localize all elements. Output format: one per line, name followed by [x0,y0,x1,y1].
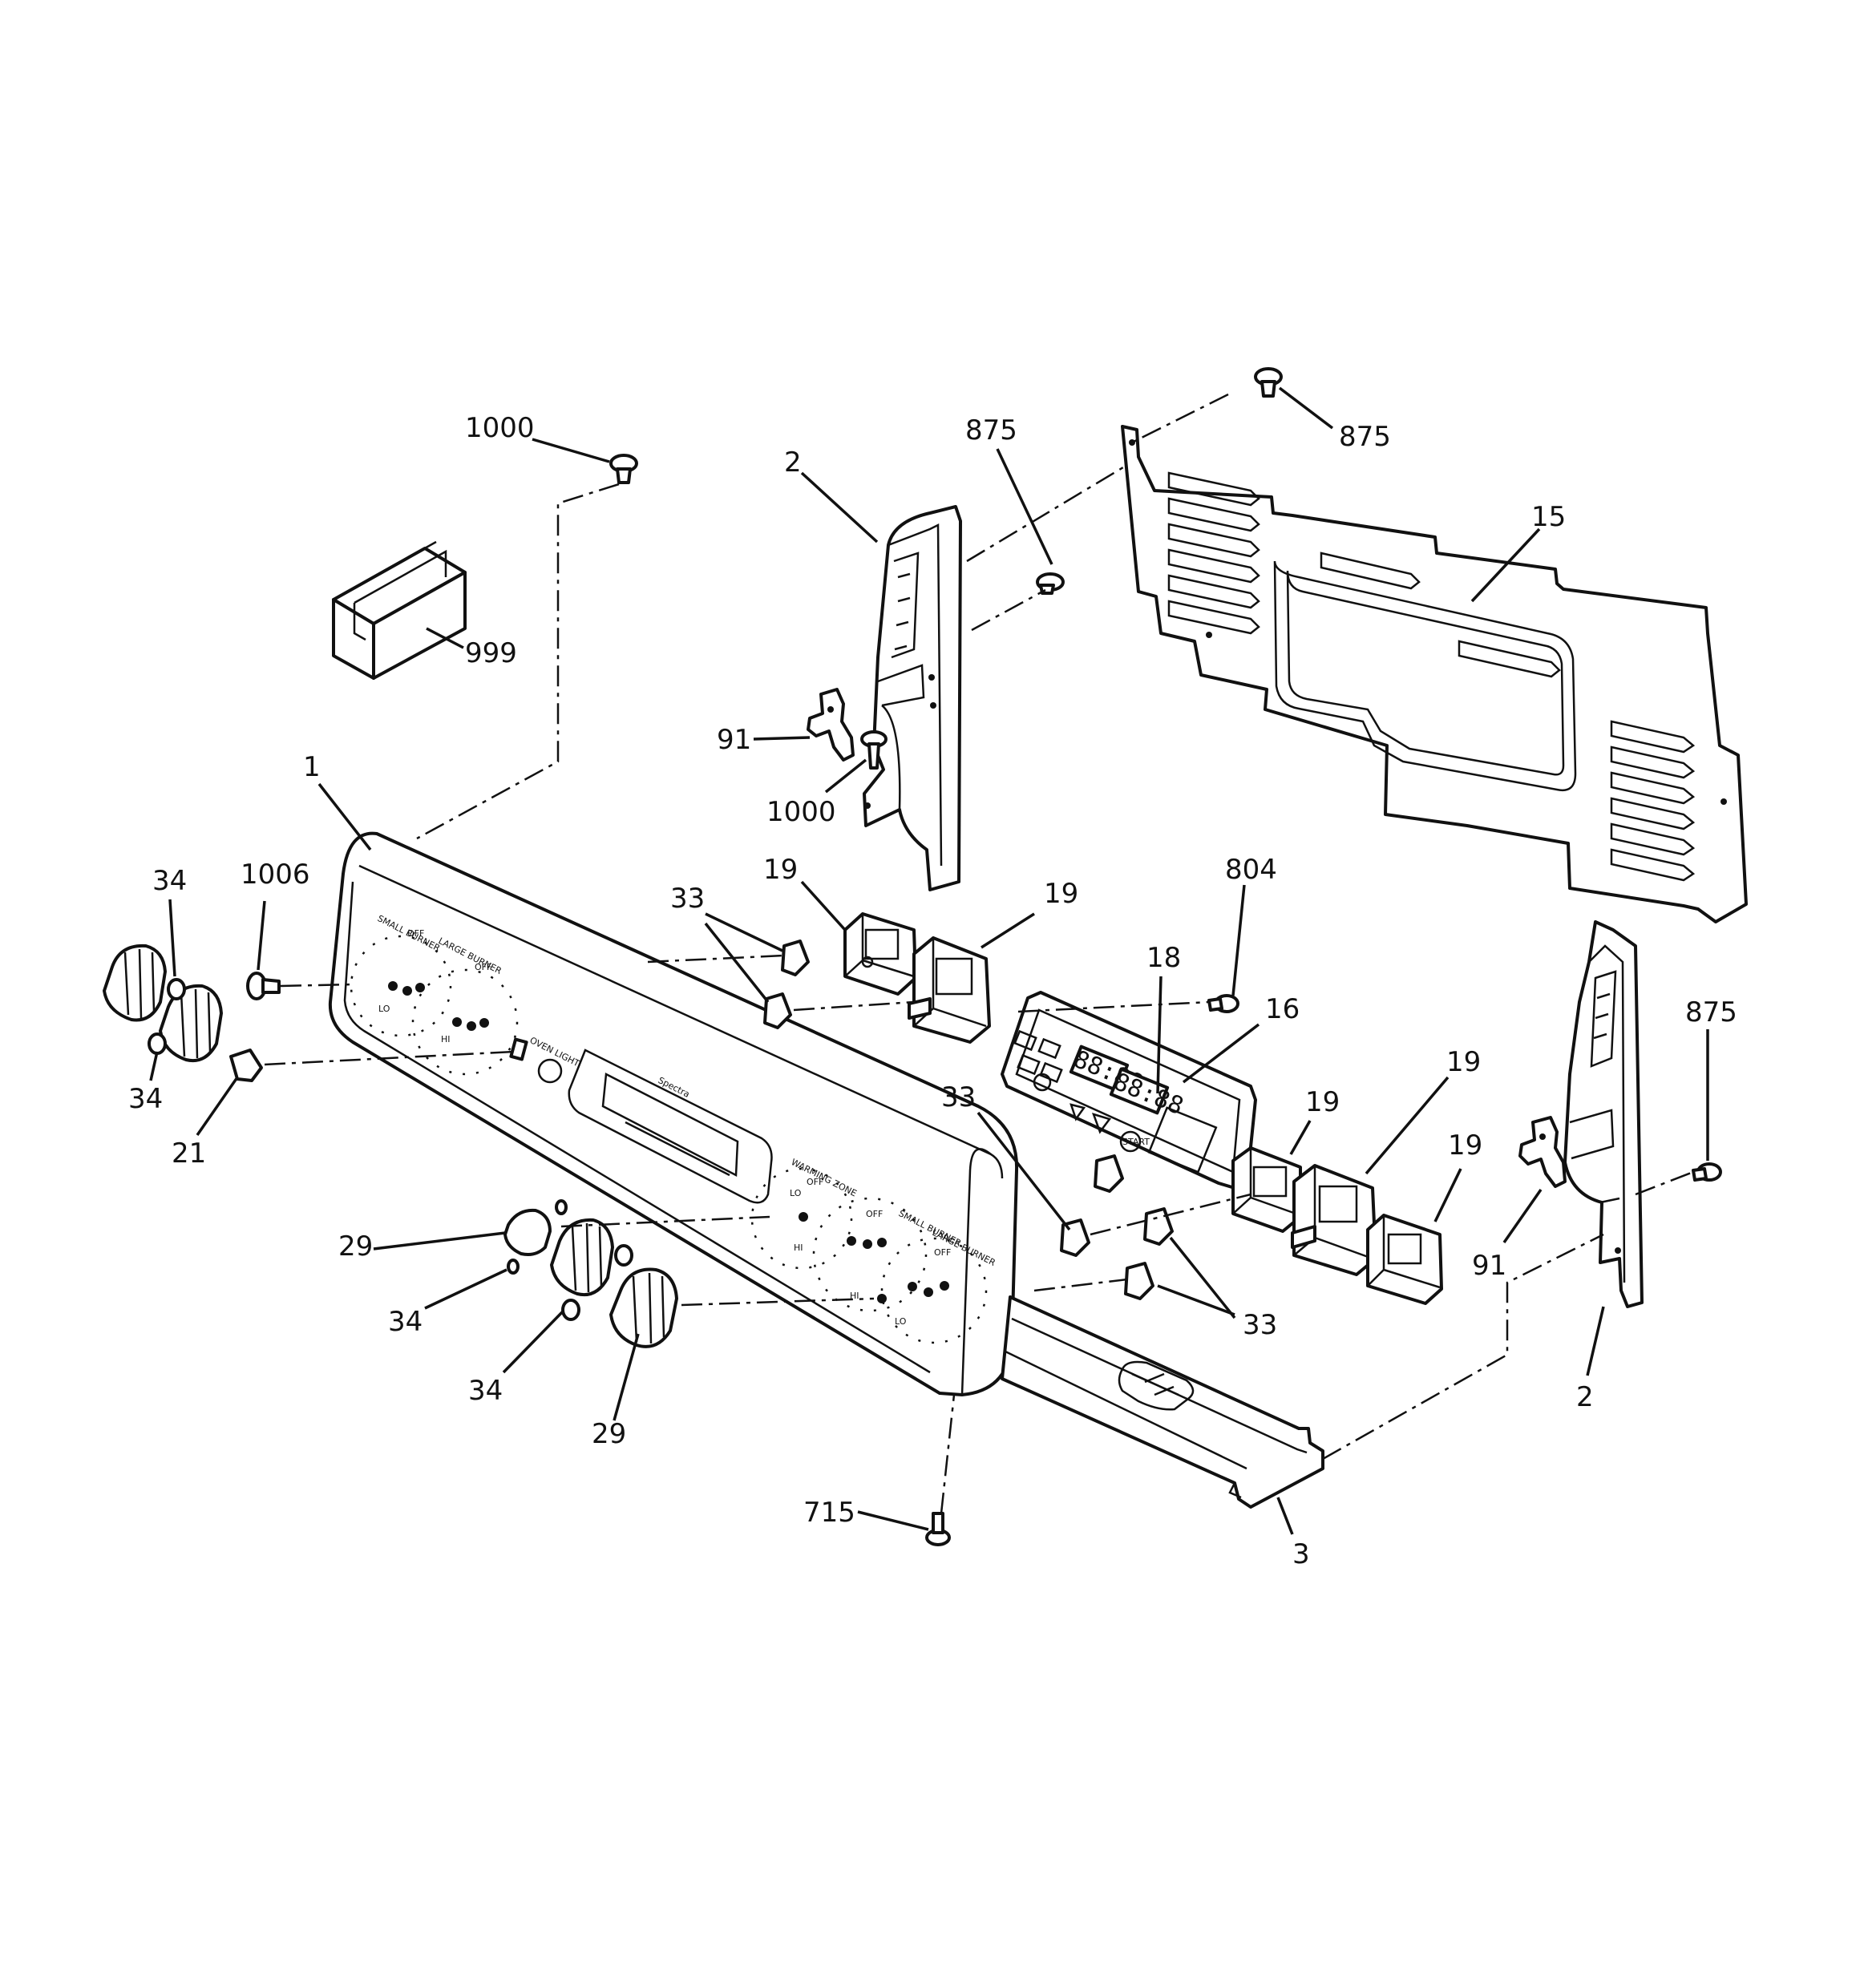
callout-1006: 1006 [241,859,310,891]
callout-875: 875 [1339,421,1391,453]
louvers-left [1167,471,1260,635]
screw-875-top [1254,367,1283,398]
callout-91: 91 [1472,1250,1506,1282]
callout-19: 19 [1044,878,1078,910]
callout-21: 21 [172,1137,206,1170]
callout-34: 34 [388,1306,423,1338]
louvers-right [1610,720,1696,882]
callout-16: 16 [1265,993,1300,1025]
callout-804: 804 [1225,854,1277,886]
knob-middle [550,1218,614,1296]
callout-19: 19 [1305,1086,1340,1118]
screw-804 [1207,994,1239,1013]
svg-text:LO: LO [378,1004,390,1014]
switch-21 [229,1049,263,1082]
screw-875-mid [1036,572,1065,595]
back-panel-15 [1121,425,1748,923]
svg-text:OFF: OFF [475,962,491,972]
assembly-lines [264,393,1694,1514]
svg-text:LO: LO [895,1316,907,1327]
callout-1000: 1000 [766,796,836,828]
callout-1000: 1000 [465,412,535,444]
svg-text:OFF: OFF [934,1247,951,1258]
callout-3: 3 [1292,1538,1310,1570]
switch-19-a [843,912,917,996]
knob-left-upper [103,943,167,1022]
callout-18: 18 [1146,942,1181,974]
callout-715: 715 [803,1497,855,1529]
svg-text:OFF: OFF [807,1177,823,1187]
callout-19: 19 [1448,1129,1482,1162]
screw-1006 [246,972,281,1000]
svg-text:HI: HI [441,1034,451,1045]
screw-715 [925,1512,951,1546]
switches-19 [843,912,1443,1305]
electronic-control-16: 88:88 88:88 START [1001,991,1257,1190]
screw-1000-top [609,454,638,484]
callout-15: 15 [1531,501,1566,533]
svg-text:HI: HI [850,1291,859,1301]
mounting-clip-91-left [807,688,855,762]
screw-875-right [1692,1162,1722,1182]
callout-34: 34 [468,1375,503,1407]
svg-text:OFF: OFF [407,928,424,939]
inserts-34 [148,978,633,1321]
package-999 [332,540,467,680]
callout-999: 999 [465,637,517,669]
screw-1000-mid [860,730,888,770]
bottom-trim-3 [1001,1295,1324,1509]
switch-19-b [908,936,991,1044]
callout-1: 1 [303,751,321,783]
side-bracket-2-left [863,505,962,891]
knob-left-lower [159,984,223,1062]
svg-text:LO: LO [790,1188,802,1198]
callout-2: 2 [1576,1381,1594,1413]
switch-19-c [1231,1146,1302,1233]
mounting-clip-91-right [1518,1116,1567,1188]
callout-29: 29 [592,1418,626,1450]
callout-19: 19 [763,854,798,886]
switch-19-e [1366,1214,1443,1305]
callout-33: 33 [670,883,705,915]
callout-33: 33 [1243,1309,1277,1341]
callout-875: 875 [965,414,1017,446]
callout-875: 875 [1685,996,1737,1028]
callout-91: 91 [717,724,751,756]
callout-29: 29 [338,1230,373,1263]
callout-34: 34 [152,865,187,897]
svg-text:START: START [1122,1137,1150,1147]
knob-lower [609,1267,678,1348]
side-bracket-2-right [1563,920,1644,1308]
svg-text:OFF: OFF [866,1209,883,1219]
svg-text:HI: HI [794,1242,803,1253]
callout-33: 33 [941,1081,976,1113]
callout-19: 19 [1446,1046,1481,1078]
callout-labels: 1000 999 1 2 875 875 15 91 1000 34 1006 … [128,412,1737,1570]
leader-lines [149,386,1709,1535]
callout-34: 34 [128,1083,163,1115]
screws [246,367,1722,1546]
callout-2: 2 [784,446,802,479]
switch-19-d [1291,1164,1377,1276]
knob-small-29 [503,1208,552,1256]
knobs-29 [103,943,678,1348]
control-panel-1: Spectra SMALL BURNER LARGE BURNER OFF OF… [328,831,1019,1396]
